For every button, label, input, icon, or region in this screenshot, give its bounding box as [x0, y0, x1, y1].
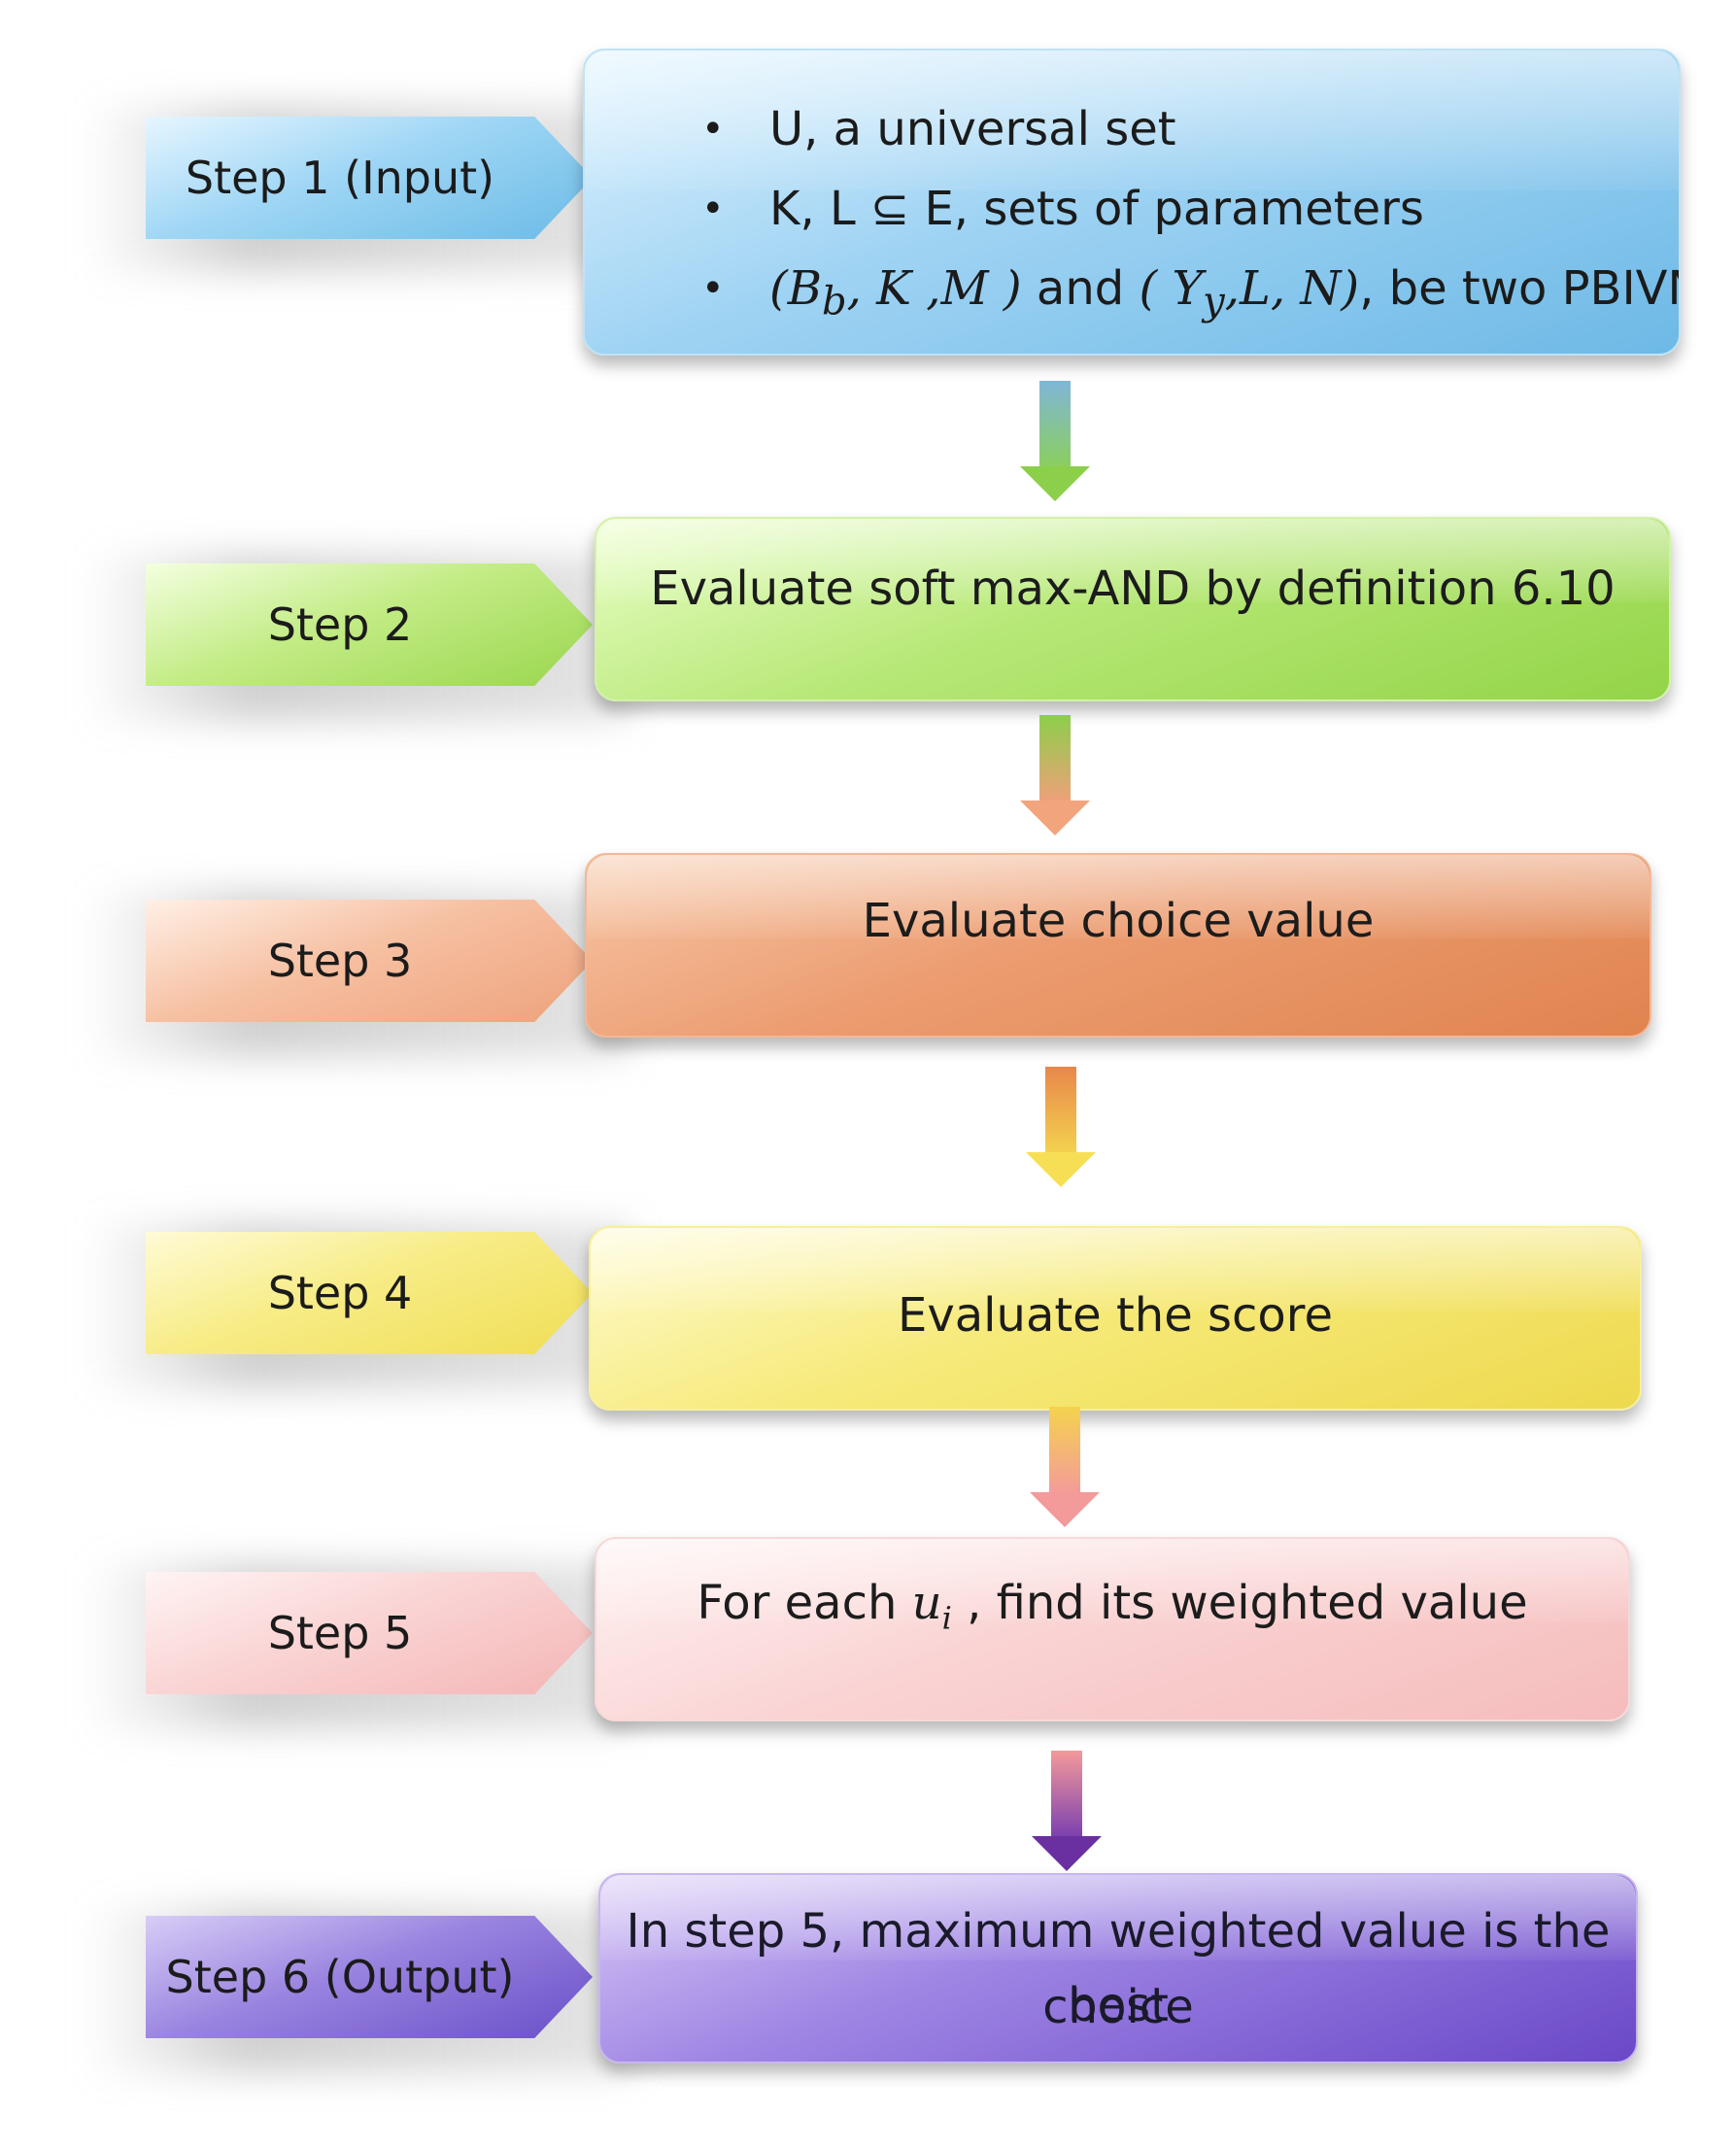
step1-tag: Step 1 (Input) [146, 117, 593, 239]
math-u: u [911, 1576, 942, 1630]
input-parameter-sets: • K, L ⊆ E, sets of parameters [701, 169, 1679, 249]
step5-box: For each ui , find its weighted value [595, 1537, 1630, 1721]
step3-tag: Step 3 [146, 900, 593, 1022]
step4-text: Evaluate the score [898, 1288, 1333, 1343]
bullet-icon: • [701, 107, 725, 152]
bullet-icon: • [701, 266, 725, 311]
step1-label: Step 1 (Input) [185, 152, 495, 204]
step2-text: Evaluate soft max-AND by definition 6.10 [650, 562, 1616, 616]
arrow-down-icon [1026, 1407, 1104, 1527]
step5-text: For each ui , find its weighted value [697, 1576, 1528, 1637]
step4-box: Evaluate the score [589, 1226, 1642, 1411]
step5-label: Step 5 [267, 1607, 413, 1659]
step5-tag: Step 5 [146, 1572, 593, 1694]
step2-box: Evaluate soft max-AND by definition 6.10 [595, 517, 1671, 701]
step3-text: Evaluate choice value [862, 894, 1375, 948]
step3-label: Step 3 [267, 935, 413, 987]
step3-box: Evaluate choice value [585, 853, 1651, 1038]
step6-box: In step 5, maximum weighted value is the… [598, 1873, 1638, 2063]
step6-text-line2: choice [1042, 1980, 1194, 2034]
arrow-down-icon [1016, 715, 1094, 835]
step1-input-list: • U, a universal set • K, L ⊆ E, sets of… [701, 89, 1679, 328]
step6-tag: Step 6 (Output) [146, 1916, 593, 2038]
arrow-down-icon [1022, 1067, 1100, 1187]
step6-text-line1: In step 5, maximum weighted value is the… [626, 1904, 1611, 2032]
math-subscript-i: i [941, 1599, 952, 1637]
step6-label: Step 6 (Output) [165, 1951, 515, 2003]
step2-tag: Step 2 [146, 563, 593, 686]
step4-tag: Step 4 [146, 1232, 593, 1354]
input-universal-set: • U, a universal set [701, 89, 1679, 169]
input-pbivnss-pair: • (Bb, K ,M ) and ( Yy,L, N), be two PBI… [701, 249, 1679, 328]
step1-box: • U, a universal set • K, L ⊆ E, sets of… [583, 49, 1681, 356]
arrow-down-icon [1028, 1751, 1106, 1871]
step4-label: Step 4 [267, 1267, 413, 1319]
arrow-down-icon [1016, 381, 1094, 501]
bullet-icon: • [701, 187, 725, 231]
step2-label: Step 2 [267, 598, 413, 651]
